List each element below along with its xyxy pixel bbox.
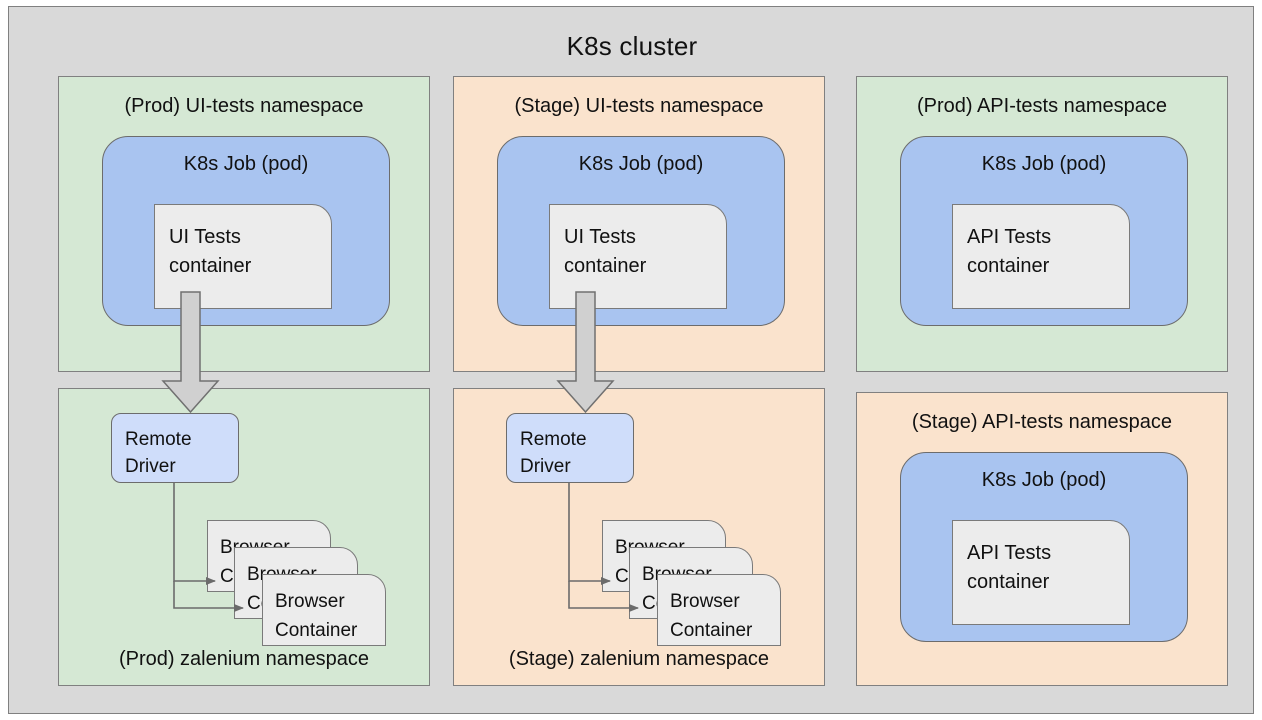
container-ui-tests-prod[interactable]: UI Tests container	[154, 204, 332, 309]
namespace-label: (Prod) zalenium namespace	[118, 648, 370, 670]
namespace-prod-api-tests[interactable]: (Prod) API-tests namespace K8s Job (pod)…	[856, 76, 1228, 372]
browser-container-card[interactable]: Browser Container	[262, 574, 386, 646]
container-api-tests-stage[interactable]: API Tests container	[952, 520, 1130, 625]
cluster-title: K8s cluster	[566, 31, 698, 61]
browser-container-label: Browser Container	[670, 591, 753, 641]
namespace-stage-zalenium[interactable]: (Stage) zalenium namespace Remote Driver…	[453, 388, 825, 686]
namespace-stage-api-tests[interactable]: (Stage) API-tests namespace K8s Job (pod…	[856, 392, 1228, 686]
browser-container-card[interactable]: Browser Container	[657, 574, 781, 646]
container-label: API Tests container	[967, 542, 1052, 593]
container-label: UI Tests container	[564, 226, 647, 277]
namespace-label: (Stage) zalenium namespace	[508, 648, 770, 670]
container-label: API Tests container	[967, 226, 1052, 277]
container-ui-tests-stage[interactable]: UI Tests container	[549, 204, 727, 309]
namespace-label: (Prod) API-tests namespace	[916, 95, 1168, 117]
remote-driver-stage[interactable]: Remote Driver	[506, 413, 634, 483]
pod-prod-api-tests[interactable]: K8s Job (pod) API Tests container	[900, 136, 1188, 326]
pod-stage-ui-tests[interactable]: K8s Job (pod) UI Tests container	[497, 136, 785, 326]
pod-title: K8s Job (pod)	[183, 153, 309, 175]
namespace-label: (Prod) UI-tests namespace	[124, 95, 364, 117]
namespace-stage-ui-tests[interactable]: (Stage) UI-tests namespace K8s Job (pod)…	[453, 76, 825, 372]
pod-prod-ui-tests[interactable]: K8s Job (pod) UI Tests container	[102, 136, 390, 326]
pod-title: K8s Job (pod)	[981, 153, 1107, 175]
remote-driver-label: Remote Driver	[125, 429, 192, 477]
remote-driver-prod[interactable]: Remote Driver	[111, 413, 239, 483]
container-label: UI Tests container	[169, 226, 252, 277]
namespace-label: (Stage) UI-tests namespace	[514, 95, 764, 117]
container-api-tests-prod[interactable]: API Tests container	[952, 204, 1130, 309]
pod-title: K8s Job (pod)	[981, 469, 1107, 491]
namespace-prod-ui-tests[interactable]: (Prod) UI-tests namespace K8s Job (pod) …	[58, 76, 430, 372]
namespace-prod-zalenium[interactable]: (Prod) zalenium namespace Remote Driver …	[58, 388, 430, 686]
remote-driver-label: Remote Driver	[520, 429, 587, 477]
browser-container-label: Browser Container	[275, 591, 358, 641]
namespace-label: (Stage) API-tests namespace	[911, 411, 1173, 433]
pod-stage-api-tests[interactable]: K8s Job (pod) API Tests container	[900, 452, 1188, 642]
pod-title: K8s Job (pod)	[578, 153, 704, 175]
